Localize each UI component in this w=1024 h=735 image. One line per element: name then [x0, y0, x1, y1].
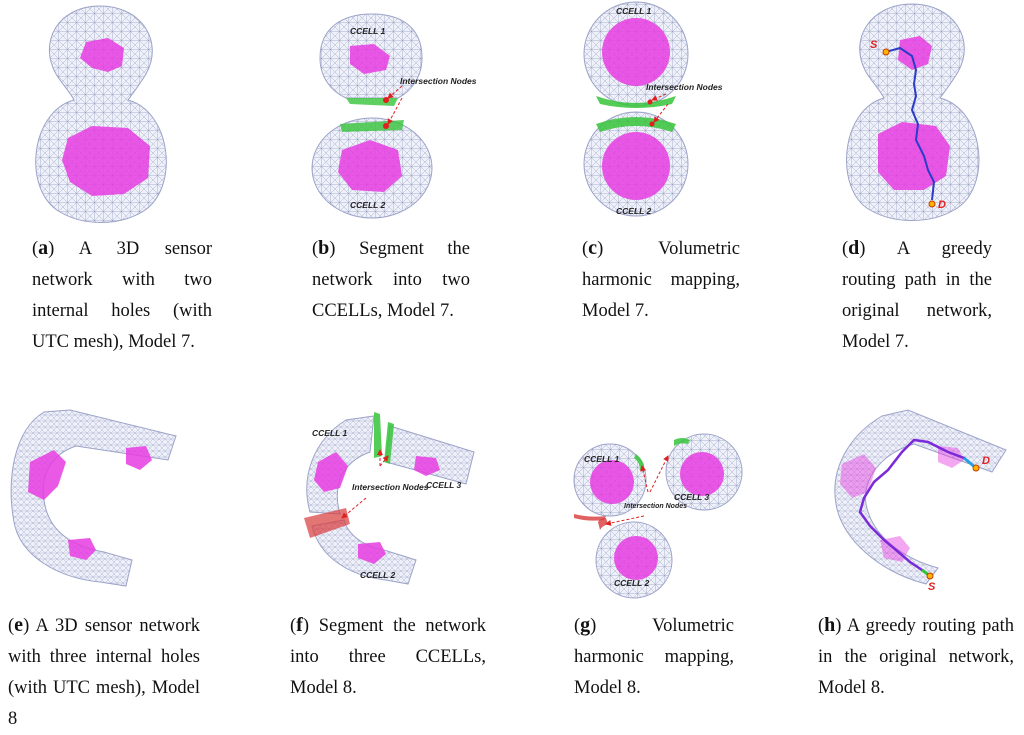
caption-text: A 3D sensor network with two internal ho… — [32, 239, 212, 352]
caption-text: Segment the network into three CCELLs, M… — [290, 616, 486, 698]
caption-g: (g) Volumetric harmonic mapping, Model 8… — [574, 614, 734, 698]
figure-panel-h: D S (h) A greedy routing path in the ori… — [818, 400, 1024, 698]
caption-text: A greedy routing path in the original ne… — [842, 239, 992, 352]
caption-a: (a) A 3D sensor network with two interna… — [32, 237, 212, 352]
caption-b: (b) Segment the network into two CCELLs,… — [312, 237, 470, 321]
ccell1-label: CCELL 1 — [312, 428, 348, 438]
intersection-label: Intersection Nodes — [400, 76, 477, 86]
caption-text: A greedy routing path in the original ne… — [818, 616, 1015, 698]
intersection-label: Intersection Nodes — [646, 82, 723, 92]
figure-panel-b: CCELL 1 CCELL 2 Intersection Nodes (b) S… — [290, 0, 490, 321]
dest-label: D — [982, 455, 990, 467]
ccell1-label: CCELL 1 — [350, 26, 386, 36]
intersection-label: Intersection Nodes — [352, 482, 429, 492]
ccell2-label: CCELL 2 — [350, 200, 386, 210]
ccell2-label: CCELL 2 — [360, 570, 396, 580]
figure-panel-c: CCELL 1 CCELL 2 Intersection Nodes (c) V… — [560, 0, 760, 321]
caption-e: (e) A 3D sensor network with three inter… — [8, 614, 201, 729]
caption-f: (f) Segment the network into three CCELL… — [290, 614, 486, 698]
caption-text: Segment the network into two CCELLs, Mod… — [312, 239, 470, 321]
figure-panel-f: CCELL 1 CCELL 2 CCELL 3 Intersection Nod… — [290, 400, 500, 698]
dest-label: D — [938, 199, 946, 211]
harmonic-mapping-image: CCELL 1 CCELL 2 Intersection Nodes — [583, 1, 723, 217]
figure-panel-a: (a) A 3D sensor network with two interna… — [0, 0, 212, 352]
caption-text: A 3D sensor network with three internal … — [8, 616, 201, 729]
u-greedy-routing-image: D S — [834, 409, 1007, 593]
u-shaped-network-image — [10, 409, 177, 587]
ccell1-label: CCELL 1 — [584, 454, 620, 464]
ccell2-label: CCELL 2 — [614, 578, 650, 588]
peanut-network-image — [35, 5, 167, 223]
figure-panel-e: (e) A 3D sensor network with three inter… — [0, 400, 210, 729]
caption-d: (d) A greedy routing path in the origina… — [842, 237, 992, 352]
figure-panel-d: S D (d) A greedy routing path in the ori… — [820, 0, 1024, 352]
ccell1-label: CCELL 1 — [616, 6, 652, 16]
segmented-u-network-image: CCELL 1 CCELL 2 CCELL 3 Intersection Nod… — [304, 412, 475, 585]
three-ball-mapping-image: CCELL 1 CCELL 2 CCELL 3 Intersection Nod… — [573, 433, 743, 599]
source-label: S — [870, 39, 878, 51]
intersection-label: Intersection Nodes — [624, 503, 687, 510]
figure-panel-g: CCELL 1 CCELL 2 CCELL 3 Intersection Nod… — [570, 400, 770, 698]
caption-c: (c) Volumetric harmonic mapping, Model 7… — [582, 237, 740, 321]
segmented-network-image: CCELL 1 CCELL 2 Intersection Nodes — [311, 13, 477, 219]
ccell3-label: CCELL 3 — [674, 492, 710, 502]
caption-text: Volumetric harmonic mapping, Model 7. — [582, 239, 740, 321]
ccell2-label: CCELL 2 — [616, 206, 652, 216]
ccell3-label: CCELL 3 — [426, 480, 462, 490]
caption-h: (h) A greedy routing path in the origina… — [818, 614, 1015, 698]
greedy-routing-image: S D — [846, 3, 980, 221]
caption-text: Volumetric harmonic mapping, Model 8. — [574, 616, 734, 698]
source-label: S — [928, 581, 936, 593]
